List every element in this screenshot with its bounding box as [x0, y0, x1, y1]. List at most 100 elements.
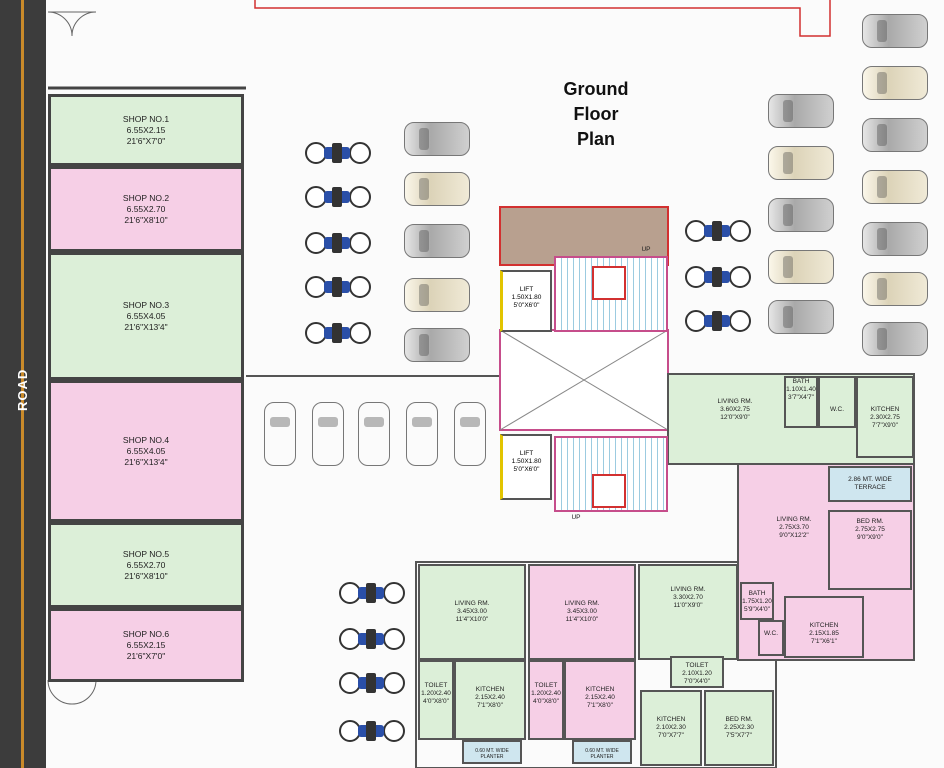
- car-icon: [312, 402, 344, 466]
- room-metric: 1.75X1.20: [742, 598, 772, 605]
- car-icon: [768, 198, 834, 232]
- terrace: 2.86 MT. WIDE TERRACE: [828, 466, 912, 502]
- room-imperial: 7'5"X7'7": [726, 732, 752, 739]
- room-metric: 2.15X1.85: [809, 630, 839, 637]
- shop-metric: 6.55X2.15: [126, 639, 166, 650]
- room-name: TOILET: [534, 682, 558, 689]
- room-metric: 1.20X2.40: [421, 690, 451, 697]
- shop-imperial: 21'6"X7'0": [126, 135, 166, 146]
- room-imperial: 11'4"X10'0": [565, 616, 599, 623]
- car-icon: [768, 146, 834, 180]
- shop-imperial: 21'6"X7'0": [126, 650, 166, 661]
- room-name: LIVING RM.: [454, 600, 490, 607]
- motorbike-icon: [339, 582, 405, 604]
- bath-room: BATH 1.75X1.20 5'9"X4'0": [740, 582, 774, 620]
- bath-room: BATH 1.10X1.40 3'7"X4'7": [784, 376, 818, 428]
- wc-room: W.C.: [818, 376, 856, 428]
- shop-name: SHOP NO.3: [122, 299, 170, 310]
- room-metric: 2.30X2.75: [870, 414, 900, 421]
- room-metric: 2.10X2.30: [656, 724, 686, 731]
- room-imperial: 7'0"X4'0": [684, 678, 710, 685]
- room-name: KITCHEN: [656, 716, 686, 723]
- bed-room: BED RM. 2.75X2.75 9'0"X9'0": [828, 510, 912, 590]
- room-imperial: 4'0"X8'0": [533, 698, 559, 705]
- room-metric: 3.45X3.00: [567, 608, 597, 615]
- shop-name: SHOP NO.4: [122, 434, 170, 445]
- room-name: LIVING RM.: [564, 600, 600, 607]
- room-name: LIVING RM.: [717, 398, 753, 405]
- motorbike-icon: [339, 628, 405, 650]
- road-centerline: [21, 0, 24, 768]
- room-name: KITCHEN: [809, 622, 839, 629]
- room-metric: 1.20X2.40: [531, 690, 561, 697]
- shop-5: SHOP NO.5 6.55X2.70 21'6"X8'10": [48, 522, 244, 608]
- flat-1-kitchen: KITCHEN 2.15X2.40 7'1"X8'0": [454, 660, 526, 740]
- car-icon: [862, 272, 928, 306]
- shop-2: SHOP NO.2 6.55X2.70 21'6"X8'10": [48, 166, 244, 252]
- shop-metric: 6.55X2.70: [126, 559, 166, 570]
- shop-6: SHOP NO.6 6.55X2.15 21'6"X7'0": [48, 608, 244, 682]
- car-icon: [768, 300, 834, 334]
- shop-name: SHOP NO.2: [122, 192, 170, 203]
- stair-landing: [592, 266, 626, 300]
- shop-imperial: 21'6"X13'4": [124, 456, 168, 467]
- room-metric: 1.10X1.40: [786, 386, 816, 393]
- car-icon: [768, 250, 834, 284]
- lift-label: LIFT: [519, 286, 534, 293]
- flat-3-living: LIVING RM. 3.30X2.70 11'0"X9'0": [638, 564, 738, 660]
- car-icon: [406, 402, 438, 466]
- lift-metric: 1.50X1.80: [511, 294, 542, 301]
- shop-metric: 6.55X4.05: [126, 445, 166, 456]
- motorbike-icon: [685, 310, 751, 332]
- staircase-bottom: [554, 436, 668, 512]
- car-icon: [404, 122, 470, 156]
- shop-4: SHOP NO.4 6.55X4.05 21'6"X13'4": [48, 380, 244, 522]
- room-metric: 2.75X3.70: [779, 524, 809, 531]
- car-icon: [768, 94, 834, 128]
- motorbike-icon: [339, 672, 405, 694]
- room-metric: 2.15X2.40: [475, 694, 505, 701]
- car-icon: [862, 66, 928, 100]
- lift-imperial: 5'0"X6'0": [513, 302, 540, 309]
- shop-1: SHOP NO.1 6.55X2.15 21'6"X7'0": [48, 94, 244, 166]
- car-icon: [358, 402, 390, 466]
- car-icon: [862, 14, 928, 48]
- room-imperial: 7'1"X8'0": [587, 702, 613, 709]
- room-imperial: 11'4"X10'0": [455, 616, 489, 623]
- motorbike-icon: [339, 720, 405, 742]
- shop-imperial: 21'6"X8'10": [124, 570, 168, 581]
- shop-name: SHOP NO.6: [122, 628, 170, 639]
- room-metric: 2.15X2.40: [585, 694, 615, 701]
- room-name: BED RM.: [725, 716, 753, 723]
- car-icon: [862, 118, 928, 152]
- car-icon: [404, 224, 470, 258]
- motorbike-icon: [685, 266, 751, 288]
- room-imperial: 7'7"X9'0": [872, 422, 898, 429]
- flat-2-kitchen: KITCHEN 2.15X2.40 7'1"X8'0": [564, 660, 636, 740]
- kitchen-room: KITCHEN 2.30X2.75 7'7"X9'0": [856, 376, 914, 458]
- room-imperial: 5'9"X4'0": [744, 606, 770, 613]
- stair-up-label-top: UP: [641, 246, 651, 253]
- room-imperial: 4'0"X8'0": [423, 698, 449, 705]
- title-line-3: Plan: [576, 129, 615, 149]
- shop-name: SHOP NO.1: [122, 113, 170, 124]
- car-icon: [404, 278, 470, 312]
- room-metric: 2.25X2.30: [724, 724, 754, 731]
- staircase-top: [554, 256, 668, 332]
- car-icon: [862, 170, 928, 204]
- room-name: KITCHEN: [870, 406, 900, 413]
- lift-imperial: 5'0"X6'0": [513, 466, 540, 473]
- room-name: BATH: [792, 378, 810, 385]
- flat-2-toilet: TOILET 1.20X2.40 4'0"X8'0": [528, 660, 564, 740]
- room-imperial: 9'0"X9'0": [857, 534, 883, 541]
- shop-metric: 6.55X2.70: [126, 203, 166, 214]
- shop-3: SHOP NO.3 6.55X4.05 21'6"X13'4": [48, 252, 244, 380]
- motorbike-icon: [685, 220, 751, 242]
- lift-label: LIFT: [519, 450, 534, 457]
- room-name: BATH: [748, 590, 766, 597]
- car-icon: [404, 328, 470, 362]
- room-metric: 3.30X2.70: [673, 594, 703, 601]
- motorbike-icon: [305, 142, 371, 164]
- living-room: LIVING RM. 2.75X3.70 9'0"X12'2": [762, 510, 826, 580]
- car-icon: [862, 322, 928, 356]
